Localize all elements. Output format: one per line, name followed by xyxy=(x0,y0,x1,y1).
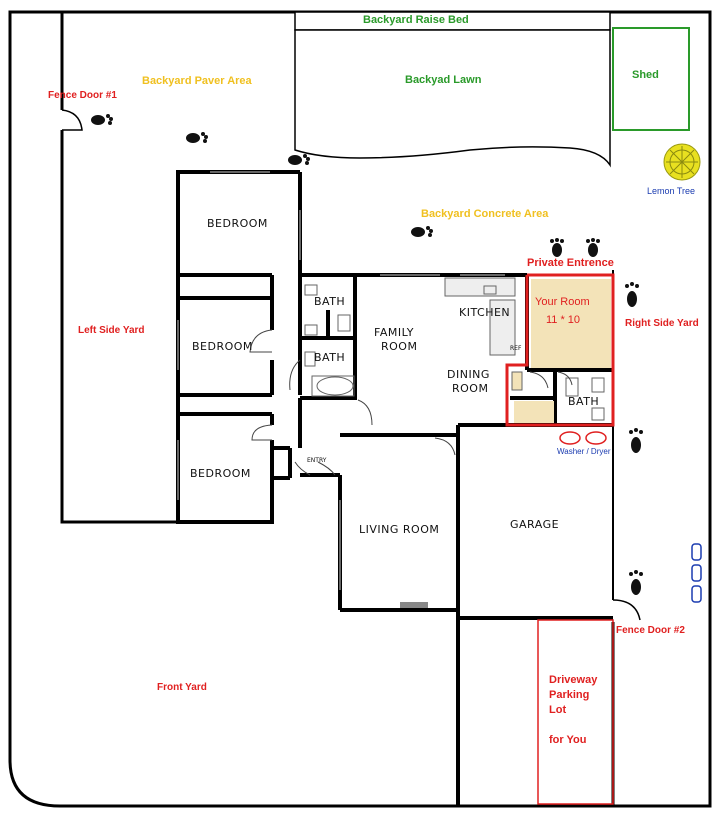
bath-2-label: BATH xyxy=(314,351,346,364)
entry-label: ENTRY xyxy=(307,457,327,464)
garage-label: GARAGE xyxy=(510,518,560,531)
footprint-icon xyxy=(288,154,310,165)
bedroom-3-label: BEDROOM xyxy=(190,467,251,480)
your-room-fill xyxy=(531,279,611,368)
driveway-line1: Driveway xyxy=(549,674,598,686)
your-room-size: 11 * 10 xyxy=(546,314,581,326)
fence-door-1-label: Fence Door #1 xyxy=(48,90,117,101)
driveway-line3: Lot xyxy=(549,704,567,716)
property-boundary xyxy=(8,10,712,808)
lemon-tree-label: Lemon Tree xyxy=(647,186,696,196)
driveway-parking xyxy=(537,619,614,805)
windows xyxy=(177,171,505,590)
footprint-icon xyxy=(91,114,113,125)
left-side-yard-label: Left Side Yard xyxy=(78,325,145,336)
bedroom-1-label: BEDROOM xyxy=(207,217,268,230)
backyard-concrete-area-label: Backyard Concrete Area xyxy=(421,208,549,220)
bath-1-label: BATH xyxy=(314,295,346,308)
driveway-line2: Parking xyxy=(549,689,590,701)
footprint-icon xyxy=(586,238,600,257)
footprint-icon xyxy=(629,570,643,595)
dining-room-label-line1: DINING xyxy=(447,368,490,381)
washer-icon xyxy=(559,431,581,445)
backyard-paver-area-label: Backyard Paver Area xyxy=(142,75,252,87)
your-room-label: Your Room xyxy=(535,296,590,308)
footprint-icon xyxy=(186,132,208,143)
footprint-icon xyxy=(411,226,433,237)
bath-3-label: BATH xyxy=(568,395,600,408)
family-room-label-line1: FAMILY xyxy=(374,326,414,339)
closet-fill xyxy=(514,401,554,423)
shed xyxy=(612,27,690,131)
living-room-label: LIVING ROOM xyxy=(359,523,440,536)
paver-area-boundary xyxy=(60,12,178,524)
car-icon xyxy=(691,564,702,582)
private-entrance-label: Private Entrence xyxy=(527,257,614,269)
driveway-line4: for You xyxy=(549,734,587,746)
car-icon xyxy=(691,585,702,603)
door-swings xyxy=(249,329,573,476)
footprint-icon xyxy=(550,238,564,257)
lemon-tree-icon xyxy=(663,143,701,181)
fixtures xyxy=(304,277,605,421)
footprint-icon xyxy=(625,282,639,307)
car-icon xyxy=(691,543,702,561)
your-room-outline xyxy=(505,273,615,427)
fence-door-1 xyxy=(61,109,83,131)
footprint-icon xyxy=(629,428,643,453)
washer-dryer-label: Washer / Dryer xyxy=(557,447,611,456)
fence-door-2 xyxy=(612,599,641,621)
shed-label: Shed xyxy=(632,69,659,81)
fence-door-2-label: Fence Door #2 xyxy=(616,625,685,636)
family-room-label-line2: ROOM xyxy=(381,340,418,353)
ref-label: REF xyxy=(510,345,522,352)
backyard-lawn-label: Backyad Lawn xyxy=(405,74,482,86)
backyard-lawn xyxy=(294,29,611,168)
kitchen-label: KITCHEN xyxy=(459,306,511,319)
bedroom-2-label: BEDROOM xyxy=(192,340,253,353)
front-yard-label: Front Yard xyxy=(157,682,207,693)
living-room-hearth xyxy=(400,602,428,608)
dining-room-label-line2: ROOM xyxy=(452,382,489,395)
dryer-icon xyxy=(585,431,607,445)
backyard-raise-bed-label: Backyard Raise Bed xyxy=(363,14,469,26)
right-side-yard-label: Right Side Yard xyxy=(625,318,699,329)
